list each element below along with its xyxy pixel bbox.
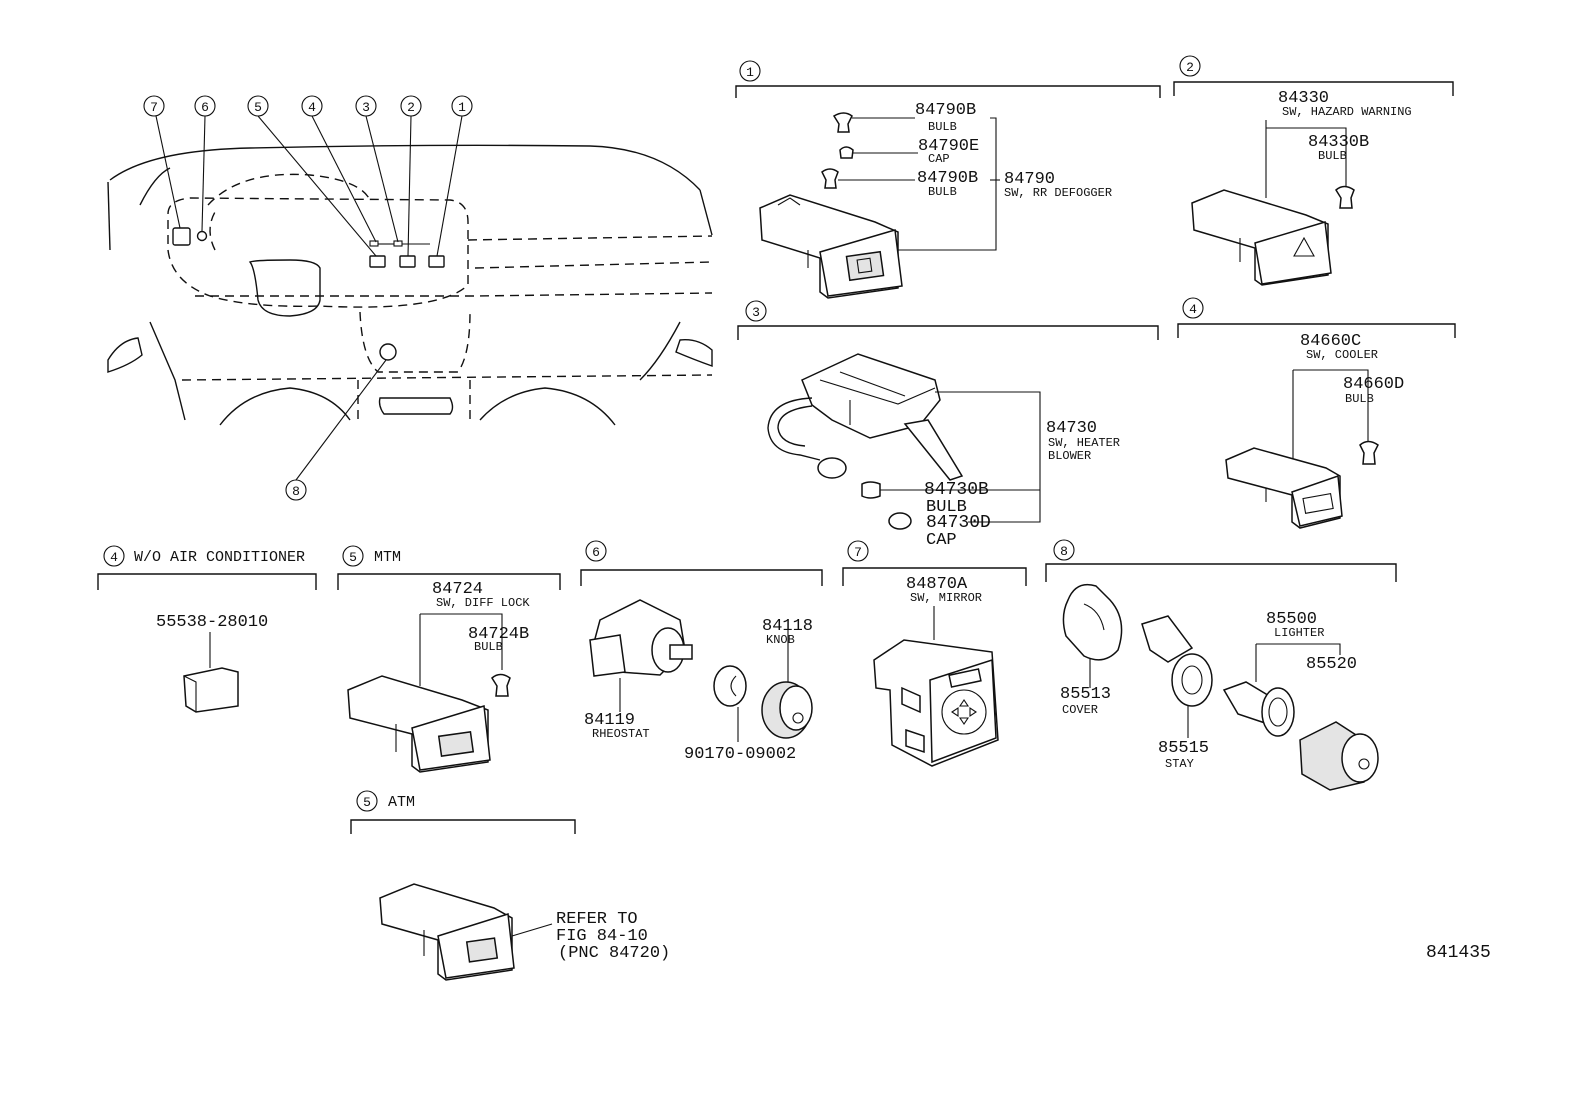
callout-1: 1 (458, 100, 466, 115)
part-number: 84790B (915, 101, 976, 120)
part-description: CAP (928, 152, 950, 166)
section-7-mirror: 7 84870A SW, MIRROR (842, 540, 1027, 767)
stay (1141, 615, 1194, 663)
part-number: 84870A (906, 575, 968, 594)
section-title: ATM (388, 794, 415, 811)
cover (1062, 583, 1123, 661)
bulb-icon (832, 112, 853, 133)
part-description: BULB (928, 120, 957, 134)
section-4-cooler: 4 84660C SW, COOLER 84660D BULB (1177, 297, 1456, 529)
part-description: CAP (926, 531, 957, 550)
callout-6: 6 (201, 100, 209, 115)
part-description: SW, HAZARD WARNING (1282, 105, 1412, 119)
part-description: RHEOSTAT (592, 727, 650, 741)
part-number: 84724 (432, 580, 483, 599)
callout-2: 2 (407, 100, 415, 115)
part-number: 84790E (918, 137, 979, 156)
callout-3: 3 (362, 100, 370, 115)
part-number: 84730 (1046, 419, 1097, 438)
part-description: KNOB (766, 633, 795, 647)
section-5-mtm: 5 MTM 84724 SW, DIFF LOCK 84724B BULB (337, 545, 561, 773)
part-description: STAY (1165, 757, 1194, 771)
part-number: 85513 (1060, 685, 1111, 704)
part-number: 84330B (1308, 133, 1369, 152)
atm-reference-note: (PNC 84720) (558, 944, 670, 963)
section-number: 2 (1186, 60, 1194, 75)
connector (817, 457, 847, 479)
section-number: 1 (746, 65, 754, 80)
section-6-rheostat: 6 84119 RHEOSTAT 90170-09002 84118 KNOB (580, 540, 823, 764)
bulb-icon (821, 168, 839, 189)
section-number: 5 (349, 550, 357, 565)
callout-4: 4 (308, 100, 316, 115)
callout-7: 7 (150, 100, 158, 115)
callout-8: 8 (292, 484, 300, 499)
part-number: 85520 (1306, 655, 1357, 674)
blank-plate (183, 667, 239, 713)
section-number: 6 (592, 545, 600, 560)
section-number: 8 (1060, 544, 1068, 559)
bulb-icon (491, 673, 511, 697)
section-5-atm: 5 ATM REFER TO FIG 84-10 (PNC 84720) (350, 790, 670, 981)
section-2-hazard-warning: 2 84330 SW, HAZARD WARNING 84330B BULB (1173, 55, 1454, 286)
cap-icon (888, 512, 912, 530)
bulb-icon (1335, 185, 1355, 209)
blower-lever (903, 419, 964, 481)
part-number: 84790 (1004, 170, 1055, 189)
part-number: 84790B (917, 169, 978, 188)
part-description: BULB (928, 185, 957, 199)
part-number: 84730B (924, 480, 989, 500)
part-description: SW, MIRROR (910, 591, 982, 605)
part-description: BULB (1345, 392, 1374, 406)
section-title: W/O AIR CONDITIONER (134, 549, 305, 566)
part-number: 84730D (926, 513, 991, 533)
section-number: 7 (854, 545, 862, 560)
part-number: 85500 (1266, 610, 1317, 629)
part-number: 84118 (762, 617, 813, 636)
atm-reference-note: FIG 84-10 (556, 927, 648, 946)
cap-icon (839, 146, 854, 159)
bulb-icon (861, 481, 881, 499)
callout-5: 5 (254, 100, 262, 115)
section-number: 3 (752, 305, 760, 320)
part-description: COVER (1062, 703, 1098, 717)
washer (713, 665, 747, 707)
part-description: LIGHTER (1274, 626, 1324, 640)
part-description: SW, DIFF LOCK (436, 596, 530, 610)
dashboard-overview: 7 6 5 4 3 2 1 8 (107, 95, 713, 501)
part-description: SW, HEATER (1048, 436, 1120, 450)
bulb-icon (1359, 440, 1379, 465)
part-number: 55538-28010 (156, 613, 268, 632)
location-callouts: 7 6 5 4 3 2 1 8 (143, 95, 473, 501)
part-number: 84119 (584, 711, 635, 730)
section-number: 4 (1189, 302, 1197, 317)
section-title: MTM (374, 549, 401, 566)
part-description: BULB (1318, 149, 1347, 163)
part-number: 84660C (1300, 332, 1361, 351)
part-description: BULB (926, 498, 967, 517)
section-number: 5 (363, 795, 371, 810)
atm-reference-note: REFER TO (556, 910, 638, 929)
section-8-lighter: 8 85513 COVER 85515 STAY 85500 LIGHTER 8… (1045, 539, 1397, 791)
section-1-rr-defogger: 1 84790B BULB 84790E CAP 84790B BULB 847… (735, 60, 1161, 299)
part-description: BULB (474, 640, 503, 654)
part-description: SW, COOLER (1306, 348, 1378, 362)
hazard-triangle-icon (1293, 236, 1315, 257)
part-number: 90170-09002 (684, 745, 796, 764)
figure-code: 841435 (1426, 943, 1491, 963)
part-number: 85515 (1158, 739, 1209, 758)
part-number: 84660D (1343, 375, 1404, 394)
part-description: SW, RR DEFOGGER (1004, 186, 1112, 200)
part-number: 84330 (1278, 89, 1329, 108)
section-number: 4 (110, 550, 118, 565)
part-description: BLOWER (1048, 449, 1091, 463)
section-4-wo-air-conditioner: 4 W/O AIR CONDITIONER 55538-28010 (97, 545, 317, 713)
part-number: 84724B (468, 625, 529, 644)
mirror-joystick-icon (941, 689, 987, 735)
section-3-heater-blower: 3 84730 SW, HEATER BLOWER 84730B BULB 84… (737, 300, 1159, 550)
